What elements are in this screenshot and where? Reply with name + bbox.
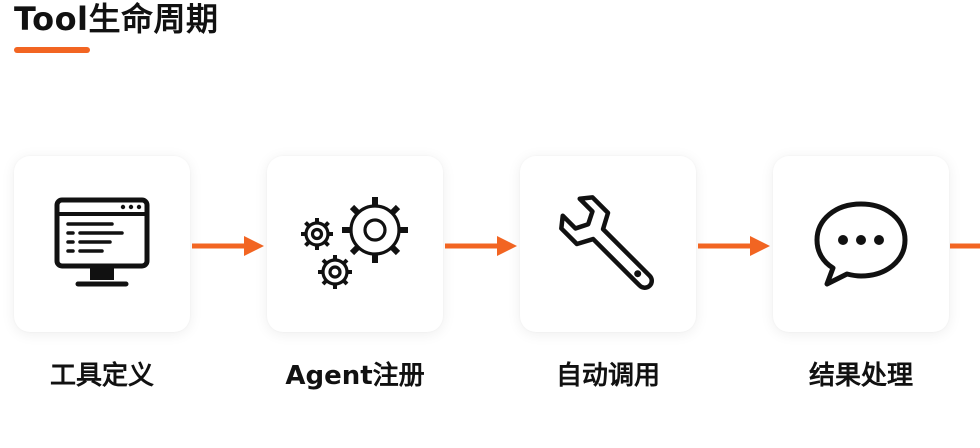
step-card-auto-invocation — [520, 156, 696, 332]
monitor-code-icon — [54, 197, 150, 287]
wrench-icon — [559, 195, 654, 290]
step-label: Agent注册 — [285, 361, 425, 391]
step-label: 工具定义 — [49, 361, 154, 391]
gears-icon — [301, 197, 408, 289]
title-underline — [14, 47, 90, 53]
arrow-right-icon — [445, 236, 517, 256]
page-title: Tool生命周期 — [14, 0, 219, 38]
step-card-result-handling — [773, 156, 949, 332]
step-label: 自动调用 — [555, 361, 660, 391]
chat-bubble-icon — [814, 201, 908, 287]
arrow-right-icon — [698, 236, 770, 256]
step-card-tool-definition — [14, 156, 190, 332]
step-label: 结果处理 — [808, 361, 913, 391]
arrow-right-icon — [950, 243, 980, 249]
arrow-right-icon — [192, 236, 264, 256]
step-card-agent-registration — [267, 156, 443, 332]
